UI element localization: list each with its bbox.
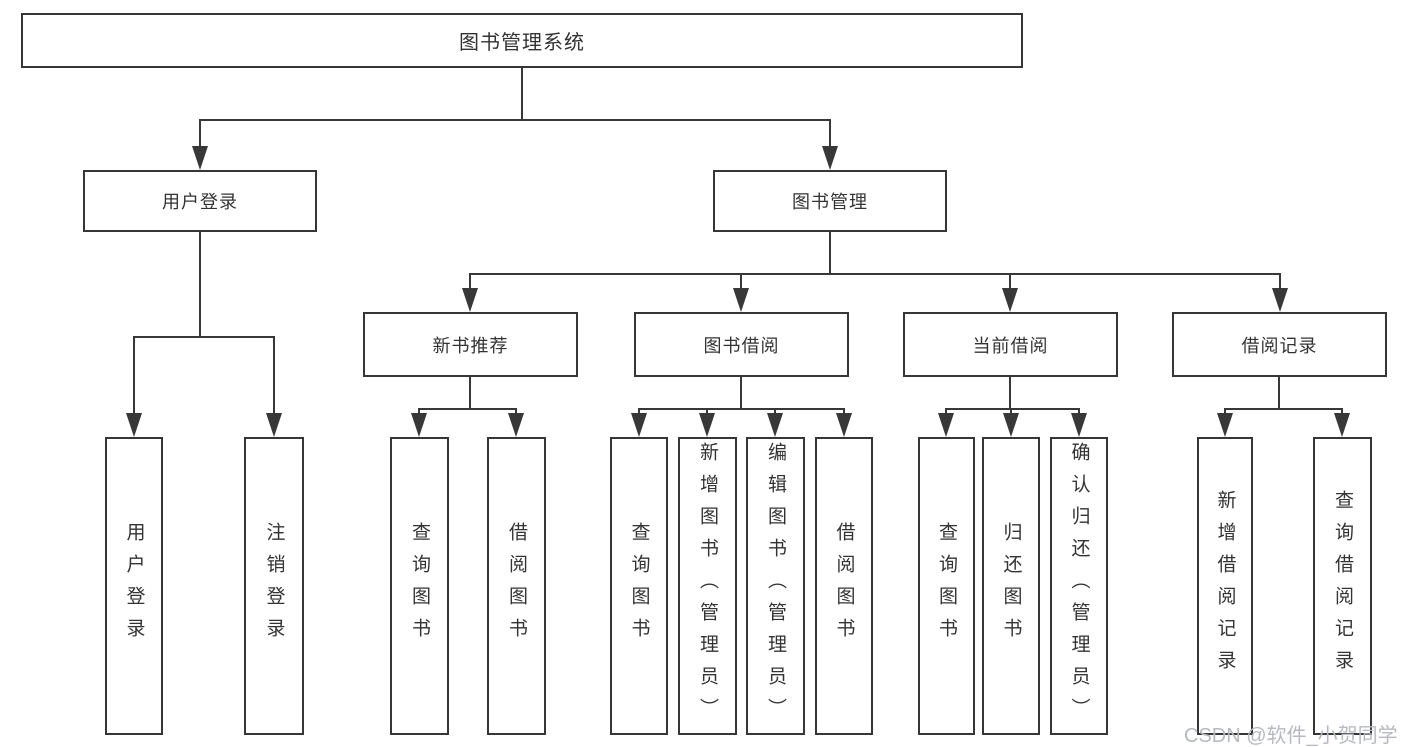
connector-line	[418, 408, 420, 414]
connector-line	[1009, 377, 1011, 408]
node-book-management: 图书管理	[713, 170, 947, 232]
connector-line	[273, 336, 275, 414]
node-library-system: 图书管理系统	[21, 13, 1023, 68]
csdn-watermark: CSDN @软件_小贺同学	[1184, 725, 1398, 747]
arrow-down-icon	[938, 413, 954, 437]
arrow-down-icon	[1002, 288, 1018, 312]
connector-line	[469, 377, 471, 408]
connector-line	[1009, 273, 1011, 289]
arrow-down-icon	[462, 288, 478, 312]
leaf-query-books-3: 查询图书	[918, 437, 975, 735]
arrow-down-icon	[266, 413, 282, 437]
connector-line	[1224, 408, 1226, 414]
connector-line	[638, 408, 640, 414]
connector-line	[1341, 408, 1343, 414]
connector-line	[1279, 273, 1281, 289]
connector-line	[740, 377, 742, 408]
leaf-logout: 注销登录	[244, 437, 304, 735]
connector-line	[1278, 377, 1280, 408]
connector-line	[829, 119, 831, 147]
leaf-add-borrow-record: 新增借阅记录	[1197, 437, 1253, 735]
leaf-label: 查询借阅记录	[1332, 490, 1353, 682]
connector-line	[199, 119, 831, 121]
node-user-login: 用户登录	[83, 170, 317, 232]
connector-line	[419, 408, 517, 410]
leaf-label: 借阅图书	[833, 522, 855, 650]
connector-line	[133, 336, 135, 414]
arrow-down-icon	[192, 146, 208, 170]
connector-line	[774, 408, 776, 414]
leaf-label: 新增图书（管理员）	[697, 442, 718, 730]
arrow-down-icon	[767, 413, 783, 437]
connector-line	[639, 408, 845, 410]
leaf-add-book-admin: 新增图书（管理员）	[678, 437, 737, 735]
arrow-down-icon	[822, 146, 838, 170]
leaf-label: 查询图书	[936, 522, 957, 650]
leaf-label: 新增借阅记录	[1214, 490, 1236, 682]
leaf-query-books-2: 查询图书	[610, 437, 668, 735]
arrow-down-icon	[631, 413, 647, 437]
connector-line	[740, 273, 742, 289]
leaf-label: 归还图书	[1000, 522, 1022, 650]
leaf-label: 借阅图书	[506, 522, 527, 650]
leaf-label: 注销登录	[263, 522, 285, 650]
leaf-query-borrow-record: 查询借阅记录	[1313, 437, 1372, 735]
leaf-edit-book-admin: 编辑图书（管理员）	[746, 437, 805, 735]
leaf-label: 编辑图书（管理员）	[765, 442, 786, 730]
leaf-label: 用户登录	[123, 522, 145, 650]
connector-line	[134, 336, 275, 338]
arrow-down-icon	[1334, 413, 1350, 437]
connector-line	[706, 408, 708, 414]
leaf-return-books: 归还图书	[982, 437, 1040, 735]
connector-line	[1010, 408, 1012, 414]
leaf-label: 查询图书	[409, 522, 430, 650]
leaf-confirm-return-admin: 确认归还（管理员）	[1050, 437, 1108, 735]
leaf-label: 确认归还（管理员）	[1068, 442, 1090, 730]
arrow-down-icon	[1272, 288, 1288, 312]
arrow-down-icon	[699, 413, 715, 437]
leaf-label: 查询图书	[628, 522, 650, 650]
node-book-borrowing: 图书借阅	[634, 312, 849, 377]
arrow-down-icon	[1217, 413, 1233, 437]
arrow-down-icon	[411, 413, 427, 437]
leaf-user-login: 用户登录	[105, 437, 163, 735]
node-current-borrowing: 当前借阅	[903, 312, 1118, 377]
connector-line	[1225, 408, 1343, 410]
connector-line	[843, 408, 845, 414]
arrow-down-icon	[836, 413, 852, 437]
leaf-query-books-1: 查询图书	[390, 437, 449, 735]
arrow-down-icon	[733, 288, 749, 312]
connector-line	[521, 68, 523, 119]
connector-line	[946, 408, 1080, 410]
connector-line	[1078, 408, 1080, 414]
arrow-down-icon	[1003, 413, 1019, 437]
leaf-borrow-books-1: 借阅图书	[487, 437, 546, 735]
node-borrowing-records: 借阅记录	[1172, 312, 1387, 377]
arrow-down-icon	[126, 413, 142, 437]
arrow-down-icon	[508, 413, 524, 437]
connector-line	[469, 273, 1281, 275]
connector-line	[469, 273, 471, 289]
connector-line	[199, 232, 201, 336]
leaf-borrow-books-2: 借阅图书	[815, 437, 873, 735]
connector-line	[945, 408, 947, 414]
connector-line	[829, 232, 831, 273]
arrow-down-icon	[1071, 413, 1087, 437]
connector-line	[515, 408, 517, 414]
connector-line	[199, 119, 201, 147]
node-new-book-recommend: 新书推荐	[363, 312, 578, 377]
